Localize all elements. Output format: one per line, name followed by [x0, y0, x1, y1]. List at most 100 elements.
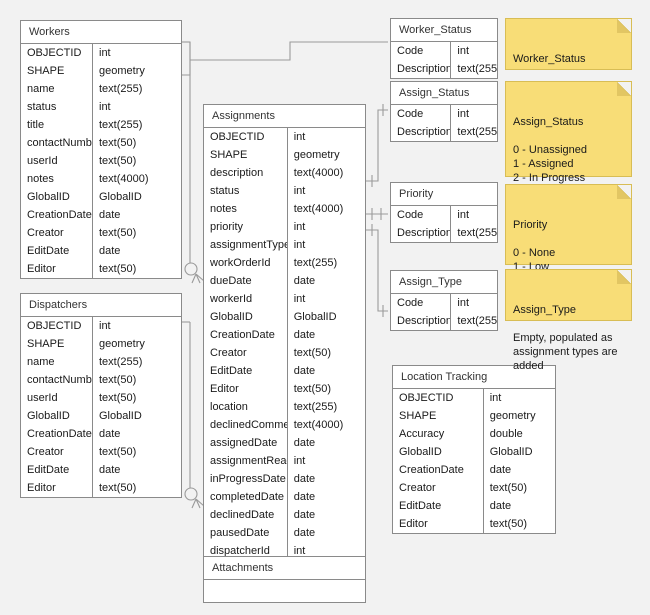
- column-field: status: [21, 98, 93, 116]
- column-type: text(255): [457, 126, 497, 138]
- column-field: Editor: [204, 380, 288, 398]
- column-field: Creator: [21, 224, 93, 242]
- column-type: GlobalID: [293, 311, 337, 323]
- column-field: name: [21, 353, 93, 371]
- entity-attachments[interactable]: Attachments: [203, 556, 366, 603]
- column-type: text(4000): [293, 419, 344, 431]
- note-title: Assign_Status: [513, 116, 584, 128]
- column-type: text(255): [457, 315, 497, 327]
- column-type: text(255): [457, 227, 497, 239]
- entity-title: Workers: [21, 21, 181, 44]
- column-field: location: [204, 398, 288, 416]
- column-type: text(50): [99, 155, 137, 167]
- column-type: text(50): [99, 392, 137, 404]
- column-type: int: [293, 185, 306, 197]
- column-type: int: [293, 545, 306, 557]
- column-type: date: [293, 473, 316, 485]
- column-type: int: [293, 239, 306, 251]
- column-type: date: [293, 329, 316, 341]
- entity-title: Attachments: [204, 557, 365, 580]
- column-type: date: [99, 209, 121, 221]
- entity-title: Location Tracking: [393, 366, 555, 389]
- note-priority[interactable]: Priority 0 - None 1 - Low 2 - Medium 3 -…: [505, 184, 632, 315]
- entity-title: Worker_Status: [391, 19, 497, 42]
- column-type: int: [489, 392, 502, 404]
- table-row: CreationDate date: [204, 326, 365, 344]
- column-type: int: [293, 293, 306, 305]
- column-field: userId: [21, 389, 93, 407]
- table-row: Editor text(50): [204, 380, 365, 398]
- column-type: date: [293, 365, 316, 377]
- note-worker-status[interactable]: Worker_Status 0 - Not Working 1 - Workin…: [505, 18, 632, 121]
- table-row: CreationDate date: [21, 425, 181, 443]
- table-row: CreationDate date: [393, 461, 555, 479]
- note-fold-corner: [617, 270, 631, 284]
- note-assign-status[interactable]: Assign_Status 0 - Unassigned 1 - Assigne…: [505, 81, 632, 240]
- column-type: text(255): [457, 63, 497, 75]
- note-lines: Empty, populated as assignment types are…: [513, 332, 618, 372]
- column-type: int: [293, 455, 306, 467]
- table-row: declinedCommenttext(4000): [204, 416, 365, 434]
- column-type: geometry: [99, 338, 145, 350]
- column-type: text(50): [293, 383, 332, 395]
- column-field: pausedDate: [204, 524, 288, 542]
- column-field: Code: [391, 206, 452, 224]
- column-type: date: [489, 464, 512, 476]
- column-field: description: [204, 164, 288, 182]
- table-row: dispatcherId int: [204, 542, 365, 560]
- column-type: int: [457, 45, 470, 57]
- column-field: dispatcherId: [204, 542, 288, 560]
- column-field: notes: [21, 170, 93, 188]
- column-field: Editor: [21, 479, 93, 497]
- column-field: workerId: [204, 290, 288, 308]
- note-assign-type[interactable]: Assign_Type Empty, populated as assignme…: [505, 269, 632, 372]
- column-type: int: [457, 297, 470, 309]
- table-row: contactNumbertext(50): [21, 134, 181, 152]
- entity-title: Assign_Status: [391, 82, 497, 105]
- column-field: CreationDate: [204, 326, 288, 344]
- table-row: userId text(50): [21, 389, 181, 407]
- column-type: text(50): [99, 374, 137, 386]
- column-field: status: [204, 182, 288, 200]
- column-field: CreationDate: [21, 425, 93, 443]
- column-type: int: [99, 47, 111, 59]
- column-field: Creator: [21, 443, 93, 461]
- column-field: CreationDate: [393, 461, 484, 479]
- column-type: text(50): [99, 137, 137, 149]
- column-type: date: [99, 428, 121, 440]
- column-field: GlobalID: [393, 443, 484, 461]
- note-fold-corner: [617, 82, 631, 96]
